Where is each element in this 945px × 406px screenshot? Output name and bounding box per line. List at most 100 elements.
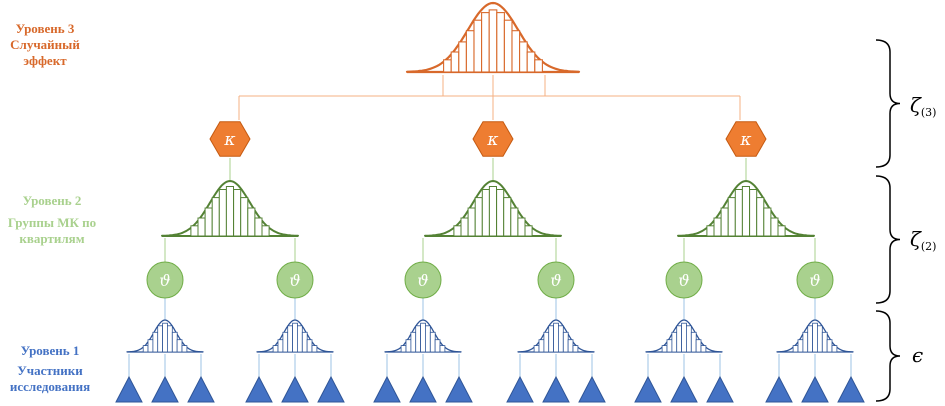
histogram-bar — [802, 331, 809, 353]
histogram-bar — [792, 345, 799, 353]
kappa-node — [725, 121, 767, 157]
histogram-bar — [311, 345, 318, 353]
histogram-bar — [142, 345, 149, 353]
bell-curve — [776, 319, 854, 353]
participant-triangle — [542, 375, 570, 403]
histogram-bar — [700, 345, 707, 353]
histogram-bar — [488, 186, 497, 237]
histogram-bar — [519, 41, 528, 73]
brace-epsilon — [875, 310, 901, 402]
histogram-bar — [503, 197, 512, 237]
histogram-bar — [817, 325, 823, 353]
histogram-bar — [770, 217, 779, 237]
histogram-bar — [460, 217, 469, 237]
participant-triangle — [281, 375, 309, 403]
participant-triangle — [187, 375, 215, 403]
histogram-bar — [225, 186, 234, 237]
participant-triangle — [634, 375, 662, 403]
kappa-node — [472, 121, 514, 157]
histogram-bar — [666, 339, 673, 353]
epsilon-symbol: ϵ — [912, 343, 923, 367]
histogram-bar — [676, 325, 683, 353]
participant-triangle — [801, 375, 829, 403]
participant-triangle — [245, 375, 273, 403]
histogram-bar — [526, 51, 536, 73]
theta-symbol: ϑ — [550, 271, 561, 290]
distribution-curves — [126, 1, 854, 353]
histogram-bar — [429, 331, 436, 353]
histogram-bar — [181, 345, 188, 353]
histogram-bar — [211, 197, 220, 237]
zeta2-symbol: ζ(2) — [910, 227, 936, 253]
level1-desc-line2: исследования — [9, 379, 91, 394]
histogram-bar — [777, 225, 786, 237]
histogram-bar — [415, 325, 422, 353]
level2-desc-line2: квартилям — [19, 231, 85, 246]
participant-triangle — [670, 375, 698, 403]
histogram-bar — [496, 189, 505, 237]
histogram-bar — [453, 225, 462, 237]
kappa-symbol: κ — [486, 130, 498, 150]
level1-distribution — [384, 319, 462, 353]
histogram-bar — [741, 186, 751, 237]
histogram-bar — [458, 41, 467, 73]
histogram-bar — [706, 225, 715, 237]
histogram-bar — [306, 339, 313, 353]
histogram-bar — [197, 217, 206, 237]
participant-triangle — [115, 375, 143, 403]
histogram-bar — [176, 339, 183, 353]
bell-curve — [256, 319, 334, 353]
level1-distribution — [517, 319, 595, 353]
histogram-bar — [756, 197, 765, 237]
histogram-bar — [511, 30, 521, 73]
histogram-bar — [434, 339, 441, 353]
histogram-bar — [240, 197, 249, 237]
histogram-bar — [277, 339, 284, 353]
histogram-bar — [534, 59, 543, 73]
histogram-bar — [296, 325, 303, 353]
theta-symbol: ϑ — [809, 271, 820, 290]
kappa-node — [209, 121, 251, 157]
bell-curve — [424, 179, 562, 237]
histogram-bar — [400, 345, 407, 353]
histogram-bar — [443, 59, 452, 73]
brace-zeta2 — [875, 175, 901, 304]
participant-triangle — [373, 375, 401, 403]
histogram-bar — [272, 345, 279, 353]
histogram-bar — [467, 207, 476, 237]
level1-distribution — [776, 319, 854, 353]
histogram-bar — [465, 30, 475, 73]
histogram-bar — [247, 207, 256, 237]
bell-curve — [517, 319, 595, 353]
histogram-bar — [282, 331, 289, 353]
zeta3-symbol: ζ(3) — [910, 93, 936, 119]
histogram-bar — [510, 207, 519, 237]
braces: ζ(3) ζ(2) ϵ — [875, 39, 936, 402]
histogram-bar — [162, 322, 168, 353]
participant-triangle — [506, 375, 534, 403]
histogram-bar — [695, 339, 702, 353]
histogram-bar — [720, 207, 729, 237]
histogram-bar — [474, 197, 483, 237]
participant-triangle — [706, 375, 734, 403]
theta-node — [404, 261, 442, 299]
histogram-bar — [157, 325, 163, 353]
theta-symbol: ϑ — [417, 271, 428, 290]
histogram-bar — [749, 189, 758, 237]
histogram-bar — [524, 225, 533, 237]
histogram-bar — [450, 51, 460, 73]
histogram-bar — [292, 322, 298, 353]
level2-distribution — [424, 179, 562, 237]
histogram-bar — [254, 217, 263, 237]
level1-title: Уровень 1 — [20, 343, 80, 358]
histogram-bar — [543, 331, 550, 353]
histogram-bar — [301, 331, 308, 353]
histogram-bar — [734, 189, 743, 237]
histogram-bar — [558, 325, 564, 353]
histogram-bar — [553, 322, 559, 353]
histogram-bar — [727, 197, 736, 237]
histogram-bar — [233, 189, 242, 237]
histogram-bar — [763, 207, 772, 237]
